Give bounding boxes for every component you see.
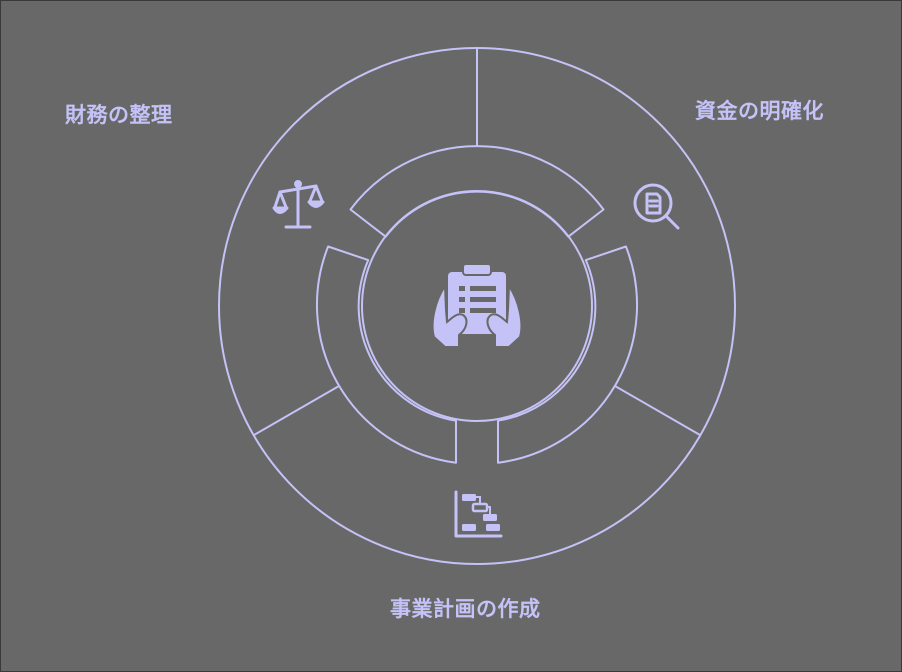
outer-divider-right: [614, 385, 701, 436]
segment-label-plan: 事業計画の作成: [390, 597, 541, 621]
segment-label-finance: 財務の整理: [65, 103, 173, 127]
middle-segment-left: [315, 245, 457, 464]
segment-label-funds: 資金の明確化: [695, 99, 824, 123]
outer-divider-left: [253, 385, 340, 436]
middle-segment-right: [497, 245, 639, 464]
scale-icon: [272, 180, 325, 229]
hands-holding-clipboard-icon: [431, 263, 523, 348]
inner-circle: [361, 190, 593, 422]
gantt-chart-icon: [454, 490, 503, 538]
magnifier-document-icon: [633, 183, 680, 230]
